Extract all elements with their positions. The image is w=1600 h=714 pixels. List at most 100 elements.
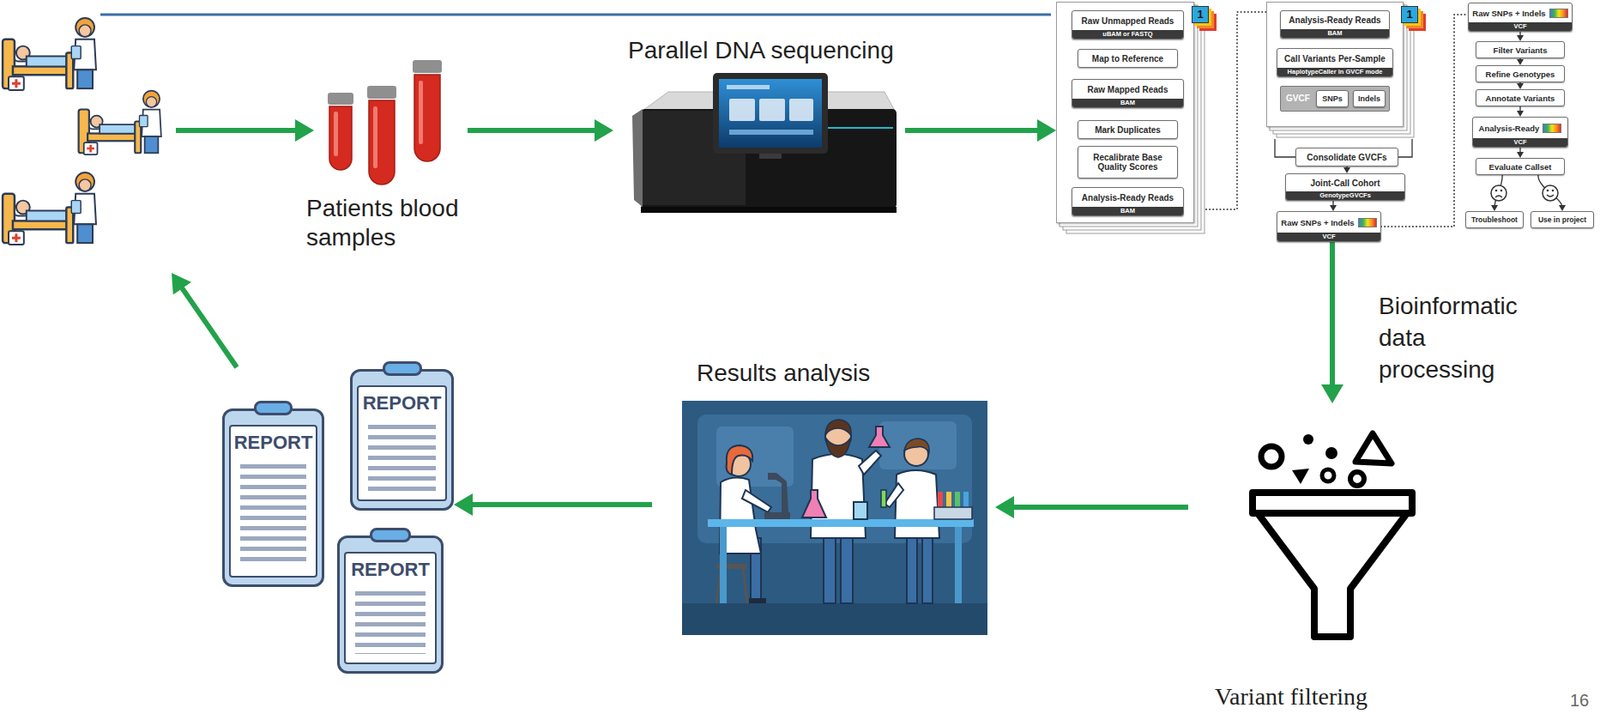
step-arrow	[1519, 82, 1521, 86]
gvcf-output: GVCFSNPs Indels	[1280, 85, 1390, 112]
step-title: SNPs	[1316, 90, 1348, 107]
step-title: Evaluate Callset	[1476, 158, 1564, 175]
text-lines	[355, 591, 426, 654]
page-number: 16	[1569, 689, 1589, 711]
flow-arrow	[1329, 241, 1335, 393]
illustration-frame: Variant filtering	[1188, 403, 1472, 653]
text-lines	[240, 464, 307, 568]
step-title: Troubleshoot	[1466, 211, 1523, 228]
format-band: BAM	[1280, 29, 1389, 38]
illustration-frame: Patients blood samples	[321, 54, 468, 188]
pipeline-step: Joint-Call CohortGenotypeGVCFs	[1285, 173, 1406, 201]
step-title: Recalibrate Base Quality Scores	[1078, 146, 1178, 178]
report-clipboard: REPORT	[222, 408, 325, 587]
pipeline-step: Map to Reference	[1077, 48, 1178, 68]
vcf-output: Raw SNPs + IndelsVCF	[1276, 211, 1382, 242]
step-arrow	[1346, 166, 1347, 170]
vcf-output: Analysis-ReadyVCF	[1472, 116, 1569, 148]
flow-arrow	[464, 501, 653, 508]
format-band: GenotypeGVCFs	[1286, 191, 1405, 200]
happy-face	[1542, 185, 1558, 201]
text-lines	[368, 424, 436, 491]
pipeline-step: Filter Variants	[1475, 41, 1565, 59]
pipeline-step: Evaluate Callset	[1475, 157, 1565, 176]
step-stack: 1Raw Unmapped ReadsuBAM or FASTQMap to R…	[1056, 1, 1195, 224]
flow-arrow	[905, 127, 1046, 133]
step-title: Analysis-Ready Reads	[1280, 11, 1389, 30]
step-title: Mark Duplicates	[1078, 120, 1178, 139]
format-band: BAM	[1072, 206, 1184, 216]
step-title: Analysis-Ready	[1479, 123, 1544, 133]
step-arrow	[1332, 200, 1334, 208]
vcf-output: Raw SNPs + IndelsVCF	[1467, 2, 1573, 32]
pipeline-step: Analysis-Ready ReadsBAM	[1280, 10, 1390, 39]
format-band: BAM	[1072, 98, 1184, 108]
step-title: Joint-Call Cohort	[1286, 174, 1405, 192]
label-frame: 16	[1569, 689, 1589, 711]
step-title: Consolidate GVCFs	[1296, 148, 1398, 166]
report-title: REPORT	[339, 558, 441, 581]
step-title: Map to Reference	[1078, 49, 1178, 67]
variant-type: SNPs	[1316, 90, 1349, 108]
report-title: REPORT	[352, 392, 452, 415]
title-row: Analysis-Ready	[1473, 117, 1568, 139]
format-band: VCF	[1277, 232, 1381, 242]
pipeline-step: Use in project	[1530, 211, 1594, 229]
format-band: uBAM or FASTQ	[1072, 30, 1184, 39]
title-row: Raw SNPs + Indels	[1277, 211, 1381, 233]
step-title: Use in project	[1531, 211, 1594, 228]
lab-scene	[682, 400, 988, 635]
step-arrow	[1519, 58, 1521, 62]
sequencer-machine	[632, 72, 897, 213]
illustration-frame: Parallel DNA sequencing	[613, 66, 906, 218]
flow-arrow	[467, 127, 604, 133]
step-badge: 1	[1191, 6, 1209, 24]
step-title: Raw Unmapped Reads	[1072, 11, 1184, 31]
step-title: Raw Mapped Reads	[1072, 79, 1184, 99]
format-band: VCF	[1468, 22, 1572, 31]
clip-top	[382, 361, 423, 376]
color-bar	[1542, 123, 1562, 133]
caption-text: Parallel DNA sequencing	[627, 36, 954, 66]
flow-arrow	[1005, 504, 1189, 510]
step-arrow	[1519, 31, 1521, 38]
title-row: Raw SNPs + Indels	[1468, 3, 1572, 23]
filter-funnel	[1252, 433, 1413, 637]
pipeline-step: Refine Genotypes	[1475, 65, 1565, 83]
step-title: Filter Variants	[1476, 42, 1564, 58]
header-rule	[100, 13, 1051, 17]
gvcf-label: GVCF	[1286, 86, 1321, 111]
pipeline-step: Troubleshoot	[1465, 211, 1524, 229]
patient-icons	[2, 18, 162, 245]
step-title: Refine Genotypes	[1476, 66, 1564, 82]
illustration-frame: Results analysis	[652, 396, 996, 641]
caption-text: Results analysis	[696, 358, 954, 388]
caption-text: Variant filtering	[1214, 682, 1438, 711]
step-title: Indels	[1353, 90, 1385, 107]
blood-tubes	[327, 60, 442, 185]
step-badge: 1	[1400, 6, 1419, 24]
clip-top	[369, 527, 411, 543]
step-title: Raw SNPs + Indels	[1280, 217, 1358, 228]
pipeline-step: Analysis-Ready ReadsBAM	[1071, 187, 1184, 217]
format-band: VCF	[1473, 138, 1568, 147]
dotted-link	[1206, 12, 1267, 210]
label-frame: Bioinformatic data processing	[1378, 289, 1534, 386]
pipeline-step: Consolidate GVCFs	[1295, 147, 1399, 167]
step-title: Annotate Variants	[1476, 90, 1564, 106]
flow-arrow	[177, 281, 237, 368]
format-band: HaplotypeCaller in GVCF mode	[1277, 67, 1393, 77]
variant-type: Indels	[1352, 90, 1386, 108]
step-arrow	[1519, 106, 1521, 114]
report-title: REPORT	[224, 431, 322, 454]
sad-face	[1491, 185, 1507, 201]
report-clipboard: REPORT	[337, 535, 444, 674]
pipeline-step: Mark Duplicates	[1077, 120, 1178, 139]
pipeline-step: Call Variants Per-SampleHaplotypeCaller …	[1276, 48, 1394, 78]
pipeline-step: Recalibrate Base Quality Scores	[1077, 145, 1178, 179]
step-title: Analysis-Ready Reads	[1072, 187, 1184, 207]
clip-top	[253, 400, 293, 416]
step-stack: 1Analysis-Ready ReadsBAMCall Variants Pe…	[1266, 1, 1404, 127]
step-arrow	[1538, 175, 1563, 208]
